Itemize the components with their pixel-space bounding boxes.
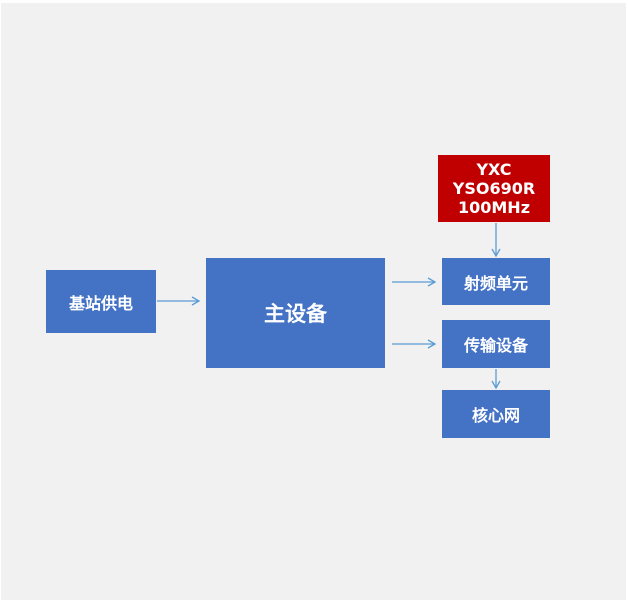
oscillator-brand: YXC [476, 160, 512, 179]
arrow-main-to-rf [392, 277, 437, 287]
arrow-oscillator-to-rf [491, 223, 501, 258]
oscillator-frequency: 100MHz [457, 198, 531, 217]
node-main-equipment: 主设备 [206, 258, 385, 368]
arrow-power-to-main [157, 296, 201, 306]
node-core-network: 核心网 [442, 390, 550, 438]
arrow-transport-to-core [491, 369, 501, 390]
node-transport-equipment: 传输设备 [442, 320, 550, 368]
node-oscillator: YXC YSO690R 100MHz [438, 155, 550, 222]
oscillator-model: YSO690R [452, 179, 536, 198]
node-rf-unit: 射频单元 [442, 258, 550, 305]
arrow-main-to-transport [392, 339, 437, 349]
node-power-supply: 基站供电 [46, 270, 156, 333]
